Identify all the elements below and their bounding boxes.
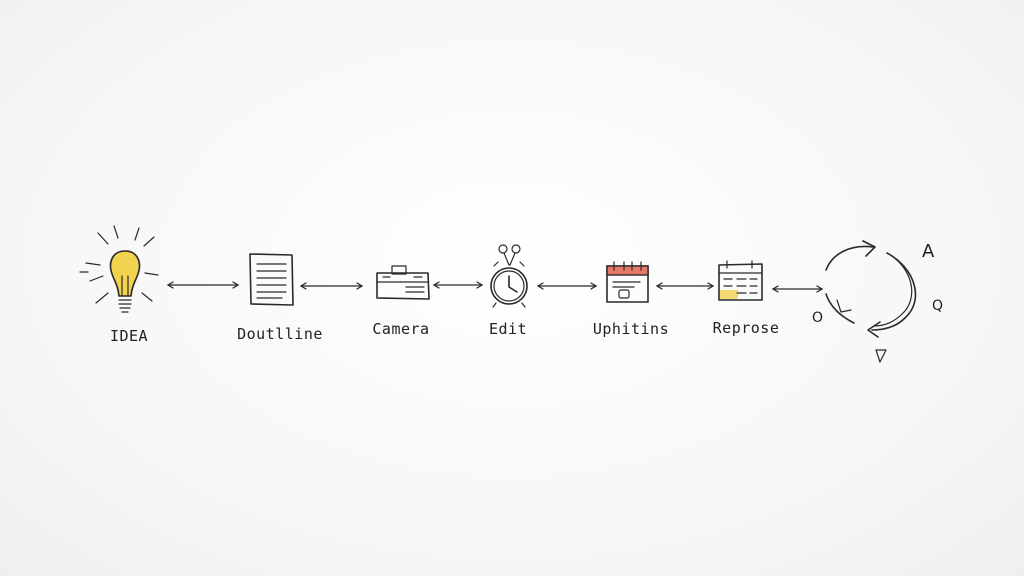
document-icon <box>249 253 294 306</box>
cycle-glyph-a: A <box>922 241 935 262</box>
step-label-edit: Edit <box>488 320 528 338</box>
lightbulb-icon <box>79 225 159 313</box>
step-label-uphitins: Uphitins <box>592 320 670 338</box>
camera-icon <box>376 265 430 300</box>
step-label-camera: Camera <box>372 320 430 338</box>
step-label-idea: IDEA <box>109 327 149 345</box>
step-label-outline: Doutlline <box>237 325 323 343</box>
cycle-glyph-q: Q <box>932 298 944 314</box>
connector-arrows <box>166 281 824 293</box>
cycle-glyph-o: O <box>812 310 824 326</box>
calendar-icon <box>606 261 649 303</box>
cycle-icon <box>825 240 917 363</box>
step-label-reprose: Reprose <box>712 319 780 337</box>
calendar-grid-icon <box>718 260 763 301</box>
stopwatch-icon <box>490 244 528 308</box>
